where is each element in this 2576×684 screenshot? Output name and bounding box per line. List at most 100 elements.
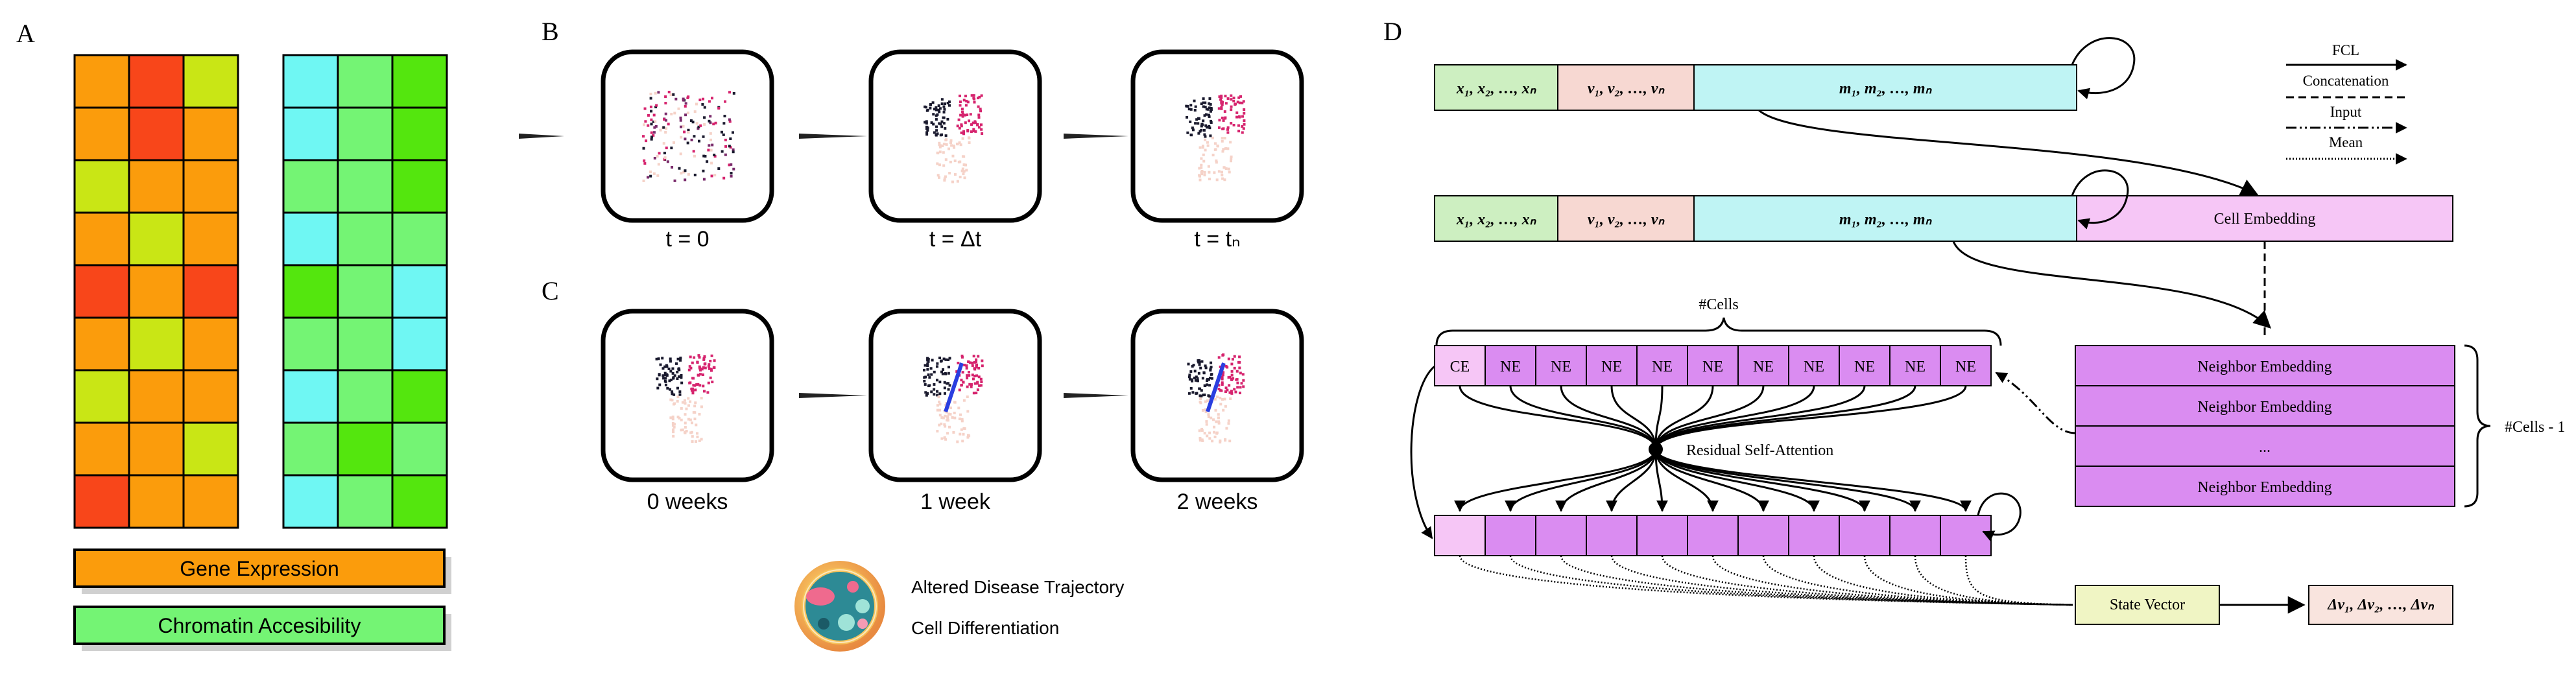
row1-v-text: v₁, v₂, …, vₙ: [1588, 80, 1665, 97]
time-label-0: t = 0: [665, 227, 709, 252]
output-text: Δv₁, Δv₂, …, Δvₙ: [2327, 596, 2435, 613]
chromatin-heatmap-cell: [337, 421, 394, 477]
row2-to-neighbors-arrow: [1952, 241, 2271, 329]
gene-heatmap-cell: [182, 264, 239, 319]
chromatin-accessibility-legend: Chromatin Accesibility: [73, 606, 451, 651]
panel-label-a: A: [16, 19, 35, 48]
output-token: [1687, 515, 1739, 556]
neighbors-input-arrow: [1995, 371, 2076, 434]
chromatin-heatmap-cell: [282, 159, 339, 214]
gene-heatmap-cell: [128, 159, 185, 214]
ne-token-label: NE: [1702, 359, 1723, 375]
output-token: [1839, 515, 1890, 556]
week-label-0: 0 weeks: [647, 489, 728, 514]
gene-heatmap-cell: [73, 421, 130, 477]
attention-output-row: [1434, 515, 1992, 556]
row2-v-text: v₁, v₂, …, vₙ: [1588, 211, 1665, 228]
chromatin-heatmap-cell: [337, 264, 394, 319]
gene-heatmap-cell: [128, 264, 185, 319]
state-vector-box: State Vector: [2075, 585, 2220, 625]
week-label-1: 1 week: [920, 489, 991, 514]
gene-heatmap-cell: [182, 159, 239, 214]
ne-token-label: NE: [1500, 359, 1521, 375]
week-panels: [601, 309, 1304, 482]
gene-heatmap-cell: [128, 369, 185, 424]
row2-x-text: x₁, x₂, …, xₙ: [1456, 211, 1537, 228]
output-token: [1535, 515, 1587, 556]
chromatin-heatmap-cell: [391, 316, 448, 371]
legend-mean: Mean: [2329, 134, 2363, 150]
attention-node: [1649, 442, 1663, 456]
chromatin-heatmap-cell: [337, 106, 394, 161]
flow-arrow: [1064, 134, 1128, 139]
chromatin-heatmap-cell: [337, 159, 394, 214]
gene-expression-heatmap: [73, 54, 239, 529]
flow-arrow: [519, 134, 564, 139]
chromatin-heatmap-cell: [391, 369, 448, 424]
gene-heatmap-cell: [128, 316, 185, 371]
panel-label-b: B: [542, 17, 559, 46]
chromatin-heatmap-cell: [337, 54, 394, 109]
snapshot-c-0: [601, 309, 774, 482]
chromatin-heatmap-cell: [337, 369, 394, 424]
ne-token-label: NE: [1551, 359, 1571, 375]
chromatin-accessibility-heatmap: [282, 54, 448, 529]
ne-token-label: NE: [1854, 359, 1875, 375]
output-token: [1434, 515, 1486, 556]
time-label-tn: t = tₙ: [1194, 227, 1240, 252]
neighbor-embedding-last: Neighbor Embedding: [2197, 479, 2332, 496]
gene-heatmap-cell: [73, 159, 130, 214]
gene-heatmap-cell: [73, 211, 130, 266]
chromatin-heatmap-cell: [391, 264, 448, 319]
ne-token: [1889, 345, 1941, 386]
chromatin-heatmap-cell: [282, 316, 339, 371]
neighbor-embedding-2: Neighbor Embedding: [2197, 399, 2332, 416]
chromatin-heatmap-cell: [391, 211, 448, 266]
cells-brace-line: [1435, 317, 2002, 346]
neighbor-embedding-1: Neighbor Embedding: [2197, 359, 2332, 375]
self-loop-bottom: [1977, 492, 2021, 541]
snapshot-b-2: [1130, 49, 1304, 223]
chromatin-heatmap-cell: [391, 54, 448, 109]
ne-token: [1687, 345, 1739, 386]
time-label-dt: t = Δt: [929, 227, 982, 252]
gene-heatmap-cell: [73, 54, 130, 109]
chromatin-heatmap-cell: [337, 316, 394, 371]
chromatin-heatmap-cell: [391, 474, 448, 529]
gene-heatmap-cell: [182, 316, 239, 371]
output-token: [1737, 515, 1789, 556]
self-loop-row1: [2071, 37, 2136, 100]
panel-label-d: D: [1383, 17, 1402, 46]
gene-heatmap-cell: [73, 316, 130, 371]
chromatin-heatmap-cell: [391, 106, 448, 161]
gene-expression-legend: Gene Expression: [73, 548, 451, 594]
gene-heatmap-cell: [73, 106, 130, 161]
gene-heatmap-cell: [73, 264, 130, 319]
line-type-legend: FCL Concatenation Input Mean: [2286, 42, 2407, 165]
legend-concatenation: Concatenation: [2303, 73, 2389, 89]
row2-m-text: m₁, m₂, …, mₙ: [1839, 211, 1933, 228]
chromatin-heatmap-cell: [282, 54, 339, 109]
snapshot-b-1: [868, 49, 1042, 223]
input-row-2: x₁, x₂, …, xₙ v₁, v₂, …, vₙ m₁, m₂, …, m…: [1434, 195, 2453, 242]
gene-heatmap-cell: [182, 474, 239, 529]
output-token: [1586, 515, 1638, 556]
legend-disease-trajectory: Altered Disease Trajectory: [911, 577, 1124, 597]
output-token: [1485, 515, 1536, 556]
flow-arrow: [799, 134, 867, 139]
chromatin-heatmap-cell: [282, 421, 339, 477]
cell-disc-icon: [794, 561, 885, 652]
gene-heatmap-cell: [128, 421, 185, 477]
cell-embedding-text: Cell Embedding: [2214, 211, 2316, 228]
gene-heatmap-cell: [182, 369, 239, 424]
chromatin-heatmap-cell: [282, 264, 339, 319]
gene-heatmap-cell: [128, 54, 185, 109]
self-loop-row2: [2071, 169, 2129, 230]
flow-arrow: [1064, 393, 1128, 398]
chromatin-heatmap-cell: [282, 369, 339, 424]
ce-token: [1434, 345, 1486, 386]
gene-heatmap-cell: [128, 474, 185, 529]
ne-token-label: NE: [1601, 359, 1622, 375]
